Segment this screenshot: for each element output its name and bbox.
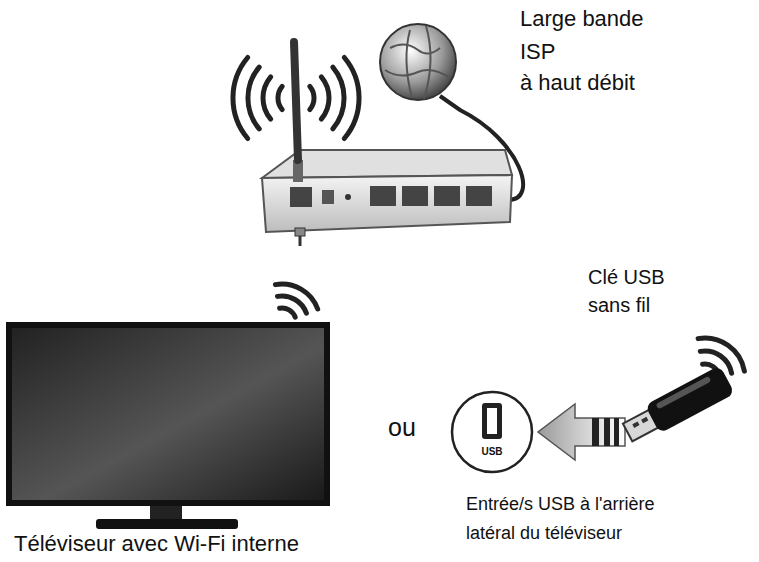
wave-arc (278, 296, 307, 313)
wave-arc (233, 58, 248, 139)
label: Large bande (520, 6, 644, 31)
label: Clé USB (588, 266, 665, 289)
wave-arc (321, 77, 329, 119)
label: Entrée/s USB à l'arrière (466, 494, 655, 515)
wave-arc (280, 308, 296, 317)
television (6, 322, 330, 529)
arrow-dashes (592, 418, 619, 446)
wave-arc (278, 86, 282, 109)
internet-globe (380, 24, 456, 100)
label: ou (388, 413, 416, 442)
label: USB (481, 446, 502, 458)
router (262, 42, 512, 246)
wave-arc (698, 338, 744, 371)
label: ISP (520, 39, 555, 64)
wave-arc (275, 284, 317, 309)
label: sans fil (588, 294, 650, 317)
wave-arc (248, 67, 259, 129)
usb-port (452, 392, 532, 472)
label: Téléviseur avec Wi-Fi interne (14, 531, 299, 556)
usb-dongle (620, 365, 735, 446)
insert-arrow (538, 404, 625, 460)
wave-arc (263, 77, 271, 119)
label: à haut débit (520, 70, 635, 95)
wave-arc (333, 67, 344, 129)
wave-arc (310, 86, 314, 109)
label: latéral du téléviseur (466, 523, 622, 544)
wave-arc (344, 58, 359, 139)
